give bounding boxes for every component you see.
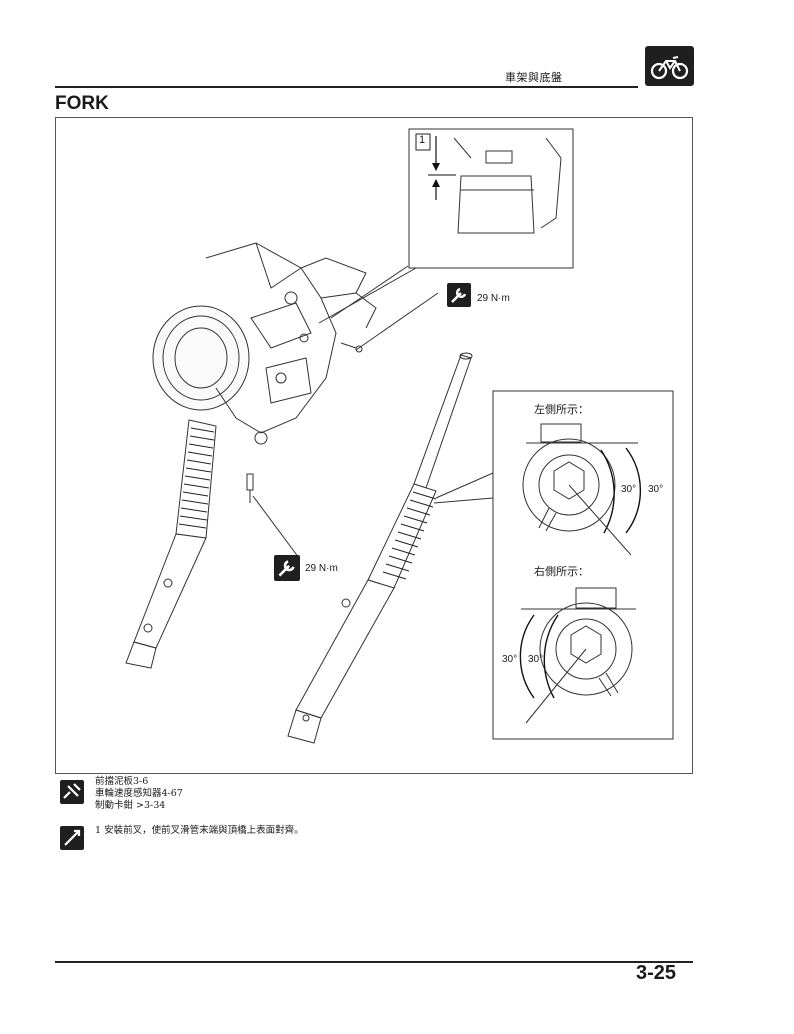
fork-illustration: 1 29 N·m 29 N·m 左側所示： 30° 30° 右側所示： 30° … [55, 117, 693, 774]
torque-spec-upper: 29 N·m [477, 293, 510, 304]
reference-item: 車輪速度感知器4-67 [95, 788, 183, 799]
right-angle-a: 30° [502, 654, 518, 665]
torque-spec-lower: 29 N·m [305, 563, 338, 574]
fork-drawing [125, 128, 674, 744]
removal-tools-icon [60, 780, 84, 804]
installation-icon [60, 826, 84, 850]
left-angle-a: 30° [621, 484, 637, 495]
callout-number: 1 [419, 134, 426, 146]
reference-list: 前擋泥板3-6 車輪速度感知器4-67 制動卡鉗 >3-34 [95, 776, 183, 812]
wrench-icon [447, 283, 471, 307]
right-side-label: 右側所示： [534, 565, 589, 578]
right-angle-b: 30° [528, 654, 544, 665]
motorcycle-tab-icon [645, 46, 694, 86]
page-number: 3-25 [636, 962, 677, 984]
wrench-icon [274, 555, 300, 581]
installation-note: 1 安裝前叉，使前叉滑管末端與頂橋上表面對齊。 [95, 825, 304, 836]
reference-item: 前擋泥板3-6 [95, 776, 149, 787]
footer-rule [55, 961, 693, 963]
reference-item: 制動卡鉗 >3-34 [95, 800, 166, 811]
chapter-title: 車架與底盤 [505, 71, 563, 84]
left-angle-b: 30° [648, 484, 664, 495]
section-title: FORK [55, 93, 109, 114]
header-rule [55, 86, 638, 88]
left-side-label: 左側所示： [534, 403, 589, 416]
